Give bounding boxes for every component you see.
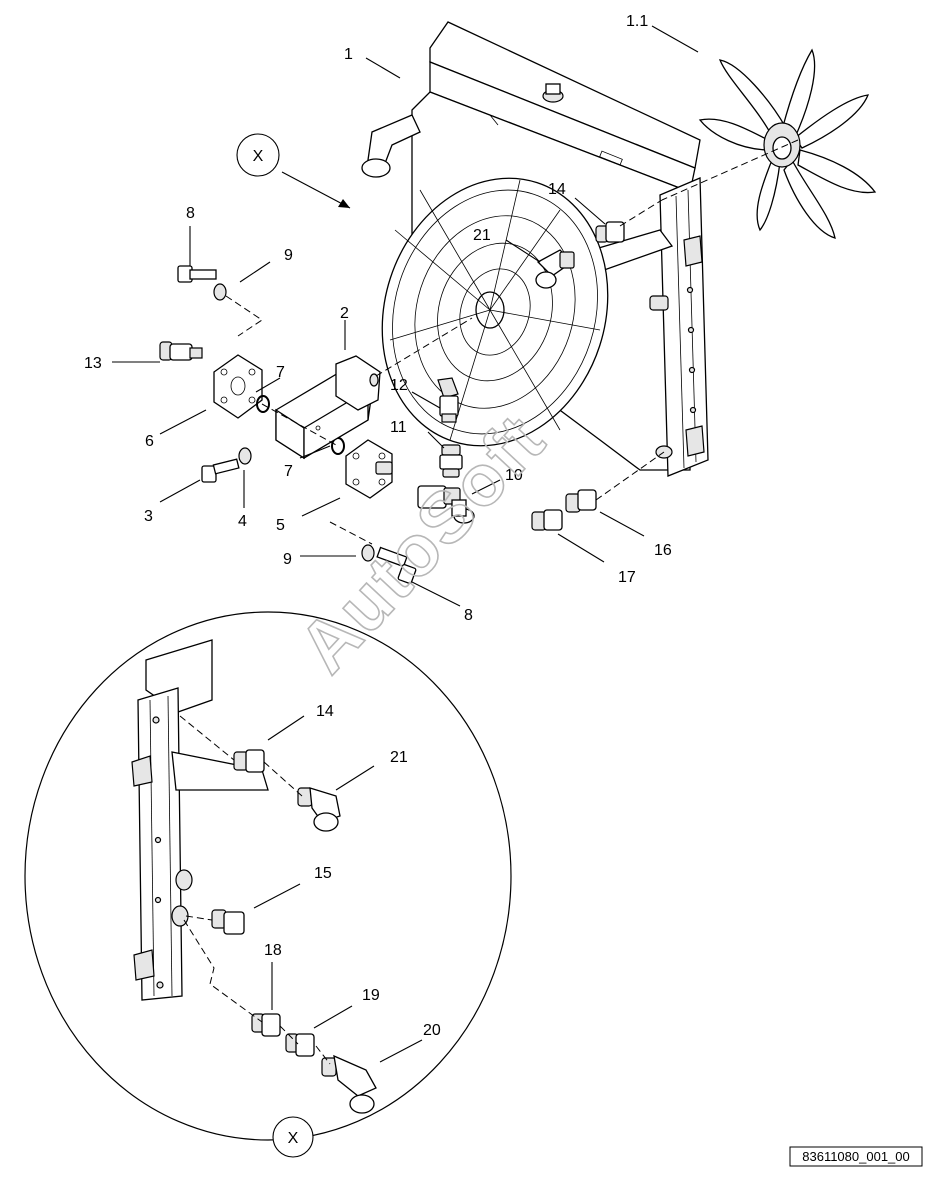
detail-marker-circle-top: [236, 133, 280, 177]
callout-20: 20: [423, 1022, 441, 1039]
washer-9-lower: [361, 544, 375, 562]
callout-9-lower: 9: [283, 551, 292, 568]
callout-19: 19: [362, 987, 380, 1004]
callout-12: 12: [390, 377, 408, 394]
callout-21-lower: 21: [390, 749, 408, 766]
callout-18: 18: [264, 942, 282, 959]
detail-marker-circle-bottom: [272, 1116, 314, 1158]
washer-9-upper: [213, 283, 227, 301]
callout-1-1: 1.1: [626, 13, 648, 30]
detail-marker-top: X: [253, 148, 264, 165]
flange-5: [345, 439, 393, 499]
drawing-reference: 83611080_001_00: [802, 1149, 910, 1164]
callout-4: 4: [238, 513, 247, 530]
callout-15: 15: [314, 865, 332, 882]
fan-blades: [698, 48, 877, 239]
bolt-3: [201, 458, 240, 483]
tee-fitting-10: [417, 485, 475, 524]
drawing-reference-box: [789, 1146, 923, 1167]
fitting-16: [565, 489, 597, 513]
fitting-17: [531, 509, 563, 531]
callout-17: 17: [618, 569, 636, 586]
fitting-13: [159, 341, 203, 361]
fan-guard: [381, 177, 609, 447]
callout-labels: 1 1.1 2 8 9 13 7 6 7 3 4 5 9 8 12 11 10 …: [84, 13, 672, 1039]
fitting-11: [439, 444, 463, 478]
callout-3: 3: [144, 508, 153, 525]
valve-housing-2: [275, 355, 381, 460]
bolt-8-lower: [376, 546, 417, 584]
flange-6: [213, 354, 263, 419]
detail-x-view: [24, 611, 512, 1141]
washer-4: [238, 447, 252, 465]
callout-7-lower: 7: [284, 463, 293, 480]
callout-9-upper: 9: [284, 247, 293, 264]
callout-5: 5: [276, 517, 285, 534]
callout-6: 6: [145, 433, 154, 450]
elbow-21-upper: [535, 249, 575, 289]
callout-16: 16: [654, 542, 672, 559]
o-ring-7-upper: [256, 395, 270, 413]
callout-14-lower: 14: [316, 703, 334, 720]
callout-21-upper: 21: [473, 227, 491, 244]
callout-2: 2: [340, 305, 349, 322]
callout-11: 11: [390, 419, 407, 436]
callout-1: 1: [344, 46, 353, 63]
fitting-12: [437, 377, 459, 423]
callout-14-upper: 14: [548, 181, 566, 198]
callout-7-upper: 7: [276, 364, 285, 381]
view-arrow-x: [281, 171, 351, 209]
callout-8-lower: 8: [464, 607, 473, 624]
fitting-14-upper: [595, 221, 625, 243]
callout-8-upper: 8: [186, 205, 195, 222]
detail-marker-bottom: X: [288, 1130, 299, 1147]
callout-10: 10: [505, 467, 523, 484]
leader-lines: [112, 25, 699, 607]
callout-13: 13: [84, 355, 102, 372]
bolt-8-upper: [177, 265, 217, 283]
